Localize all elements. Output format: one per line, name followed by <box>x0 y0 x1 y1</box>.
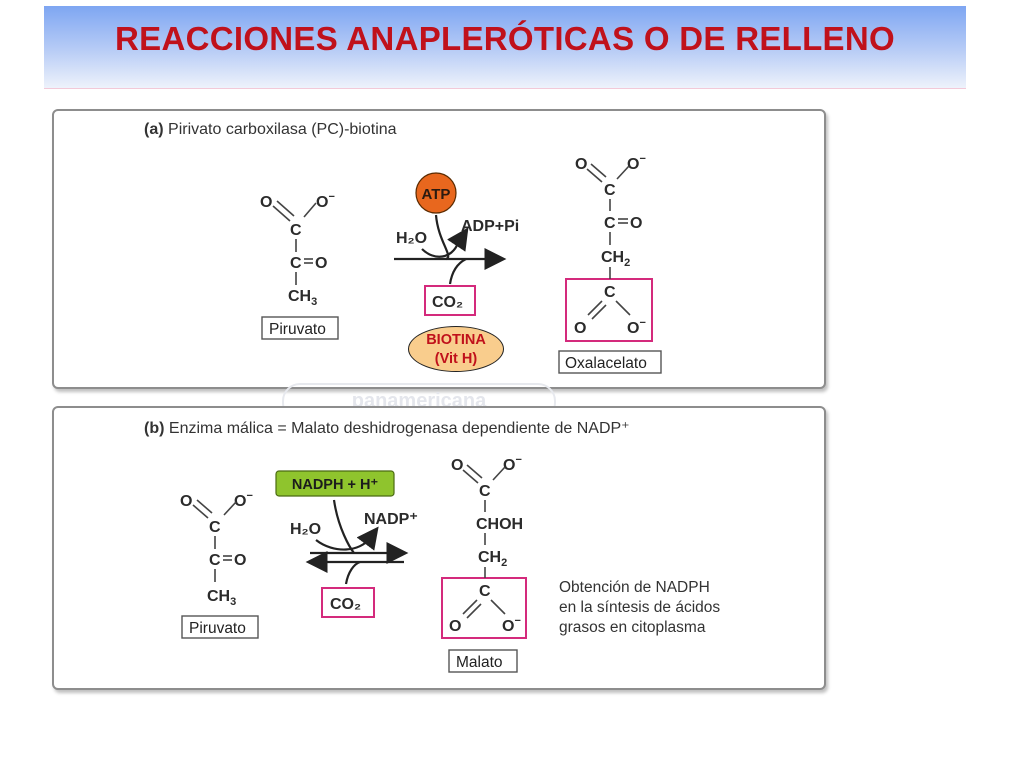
panel-a-heading: (a) Pirivato carboxilasa (PC)-biotina <box>144 121 397 139</box>
atp-label: ATP <box>422 186 451 203</box>
atp-circle <box>415 172 457 214</box>
atom-o-top-right-m: O− <box>503 454 522 474</box>
nadph-box <box>275 470 395 497</box>
oxaloacetate-label: Oxalacelato <box>565 355 647 372</box>
co2-box-a <box>424 285 476 316</box>
biotina-line1: BIOTINA <box>426 332 486 348</box>
atom-ch3-b: CH3 <box>207 588 236 608</box>
nadph-note-line2: en la síntesis de ácidos <box>559 599 721 616</box>
reaction-arrow-a: ATP H₂O ADP+Pi CO₂ <box>394 172 519 316</box>
title-bar: REACCIONES ANAPLERÓTICAS O DE RELLENO <box>44 6 966 89</box>
atom-o-top-left-m: O <box>451 457 463 474</box>
atom-c1-b: C <box>209 519 221 536</box>
nadph-note: Obtención de NADPH en la síntesis de áci… <box>559 578 720 638</box>
co2-label-a: CO₂ <box>432 294 463 311</box>
co2-box-b <box>321 587 375 618</box>
carboxyl-box-b <box>441 577 527 639</box>
oxaloacetate-label-box <box>558 350 662 374</box>
atom-o-bottom-left: O <box>574 320 586 337</box>
atom-c1: C <box>290 222 302 239</box>
reaction-arrow-b: NADPH + H⁺ H₂O NADP⁺ CO₂ <box>275 470 418 618</box>
panel-b-letter: (b) <box>144 420 165 437</box>
carboxyl-box-a <box>565 278 653 342</box>
atom-c-top-m: C <box>479 483 491 500</box>
atom-o-bottom-right: O− <box>627 317 646 337</box>
atom-ch3: CH3 <box>288 288 317 308</box>
atom-o-left: O <box>260 194 272 211</box>
panel-b-malic-enzyme: (b) Enzima málica = Malato deshidrogenas… <box>52 406 826 690</box>
co2-label-b: CO₂ <box>330 596 361 613</box>
water-label-a: H₂O <box>396 230 427 247</box>
atom-c-top: C <box>604 182 616 199</box>
atom-c2-b: C <box>209 552 221 569</box>
nadph-label: NADPH + H⁺ <box>292 477 379 493</box>
nadp-label: NADP⁺ <box>364 511 418 528</box>
atom-ch2-b: CH2 <box>478 549 507 569</box>
nadph-note-line3: grasos en citoplasma <box>559 619 706 636</box>
atom-o-bottom-right-m: O− <box>502 615 521 635</box>
malate-label: Malato <box>456 654 503 671</box>
pyruvate-structure-b: O O− C C O CH3 Piruvato <box>180 490 259 639</box>
atom-o-minus: O− <box>316 191 335 211</box>
atom-c-keto: C <box>604 215 616 232</box>
pyruvate-label-box-b <box>181 615 259 639</box>
pyruvate-structure-a: O O− C C O CH3 Piruvato <box>260 191 339 340</box>
atom-chohoh: CHOH <box>476 516 523 533</box>
panel-a-diagram: O O− C C O CH3 Piruvato ATP H₂O ADP+Pi <box>260 153 662 374</box>
biotina-line2: (Vit H) <box>434 351 478 367</box>
atom-c2: C <box>290 255 302 272</box>
slide-title: REACCIONES ANAPLERÓTICAS O DE RELLENO <box>115 20 895 57</box>
atom-o-top-right: O− <box>627 153 646 173</box>
panel-a-letter: (a) <box>144 121 164 138</box>
pyruvate-label-box-a <box>261 316 339 340</box>
pyruvate-label-a: Piruvato <box>269 321 326 338</box>
atom-o-keto: O <box>315 255 327 272</box>
atom-c-new-m: C <box>479 583 491 600</box>
atom-c-new: C <box>604 284 616 301</box>
atom-ch2-a: CH2 <box>601 249 630 269</box>
panel-a-title: Pirivato carboxilasa (PC)-biotina <box>168 121 397 138</box>
panel-b-diagram: O O− C C O CH3 Piruvato NADPH + H⁺ H₂O N… <box>180 454 527 673</box>
panel-b-heading: (b) Enzima málica = Malato deshidrogenas… <box>144 418 630 438</box>
nadph-note-line1: Obtención de NADPH <box>559 579 710 596</box>
biotina-badge: BIOTINA (Vit H) <box>408 326 504 372</box>
atom-o-bottom-left-m: O <box>449 618 461 635</box>
atom-o-top-left: O <box>575 156 587 173</box>
adp-label: ADP+Pi <box>461 218 519 235</box>
pyruvate-label-b: Piruvato <box>189 620 246 637</box>
oxaloacetate-structure: O O− C C O CH2 C O O− Oxalacelato <box>558 153 662 374</box>
atom-o-left-b: O <box>180 493 192 510</box>
malate-structure: O O− C CHOH CH2 C O O− Malato <box>441 454 527 673</box>
atom-o-keto-b: O <box>630 215 642 232</box>
atom-o-keto-c: O <box>234 552 246 569</box>
atom-o-minus-b: O− <box>234 490 253 510</box>
malate-label-box <box>448 649 518 673</box>
water-label-b: H₂O <box>290 521 321 538</box>
panel-b-title: Enzima málica = Malato deshidrogenasa de… <box>168 420 630 437</box>
